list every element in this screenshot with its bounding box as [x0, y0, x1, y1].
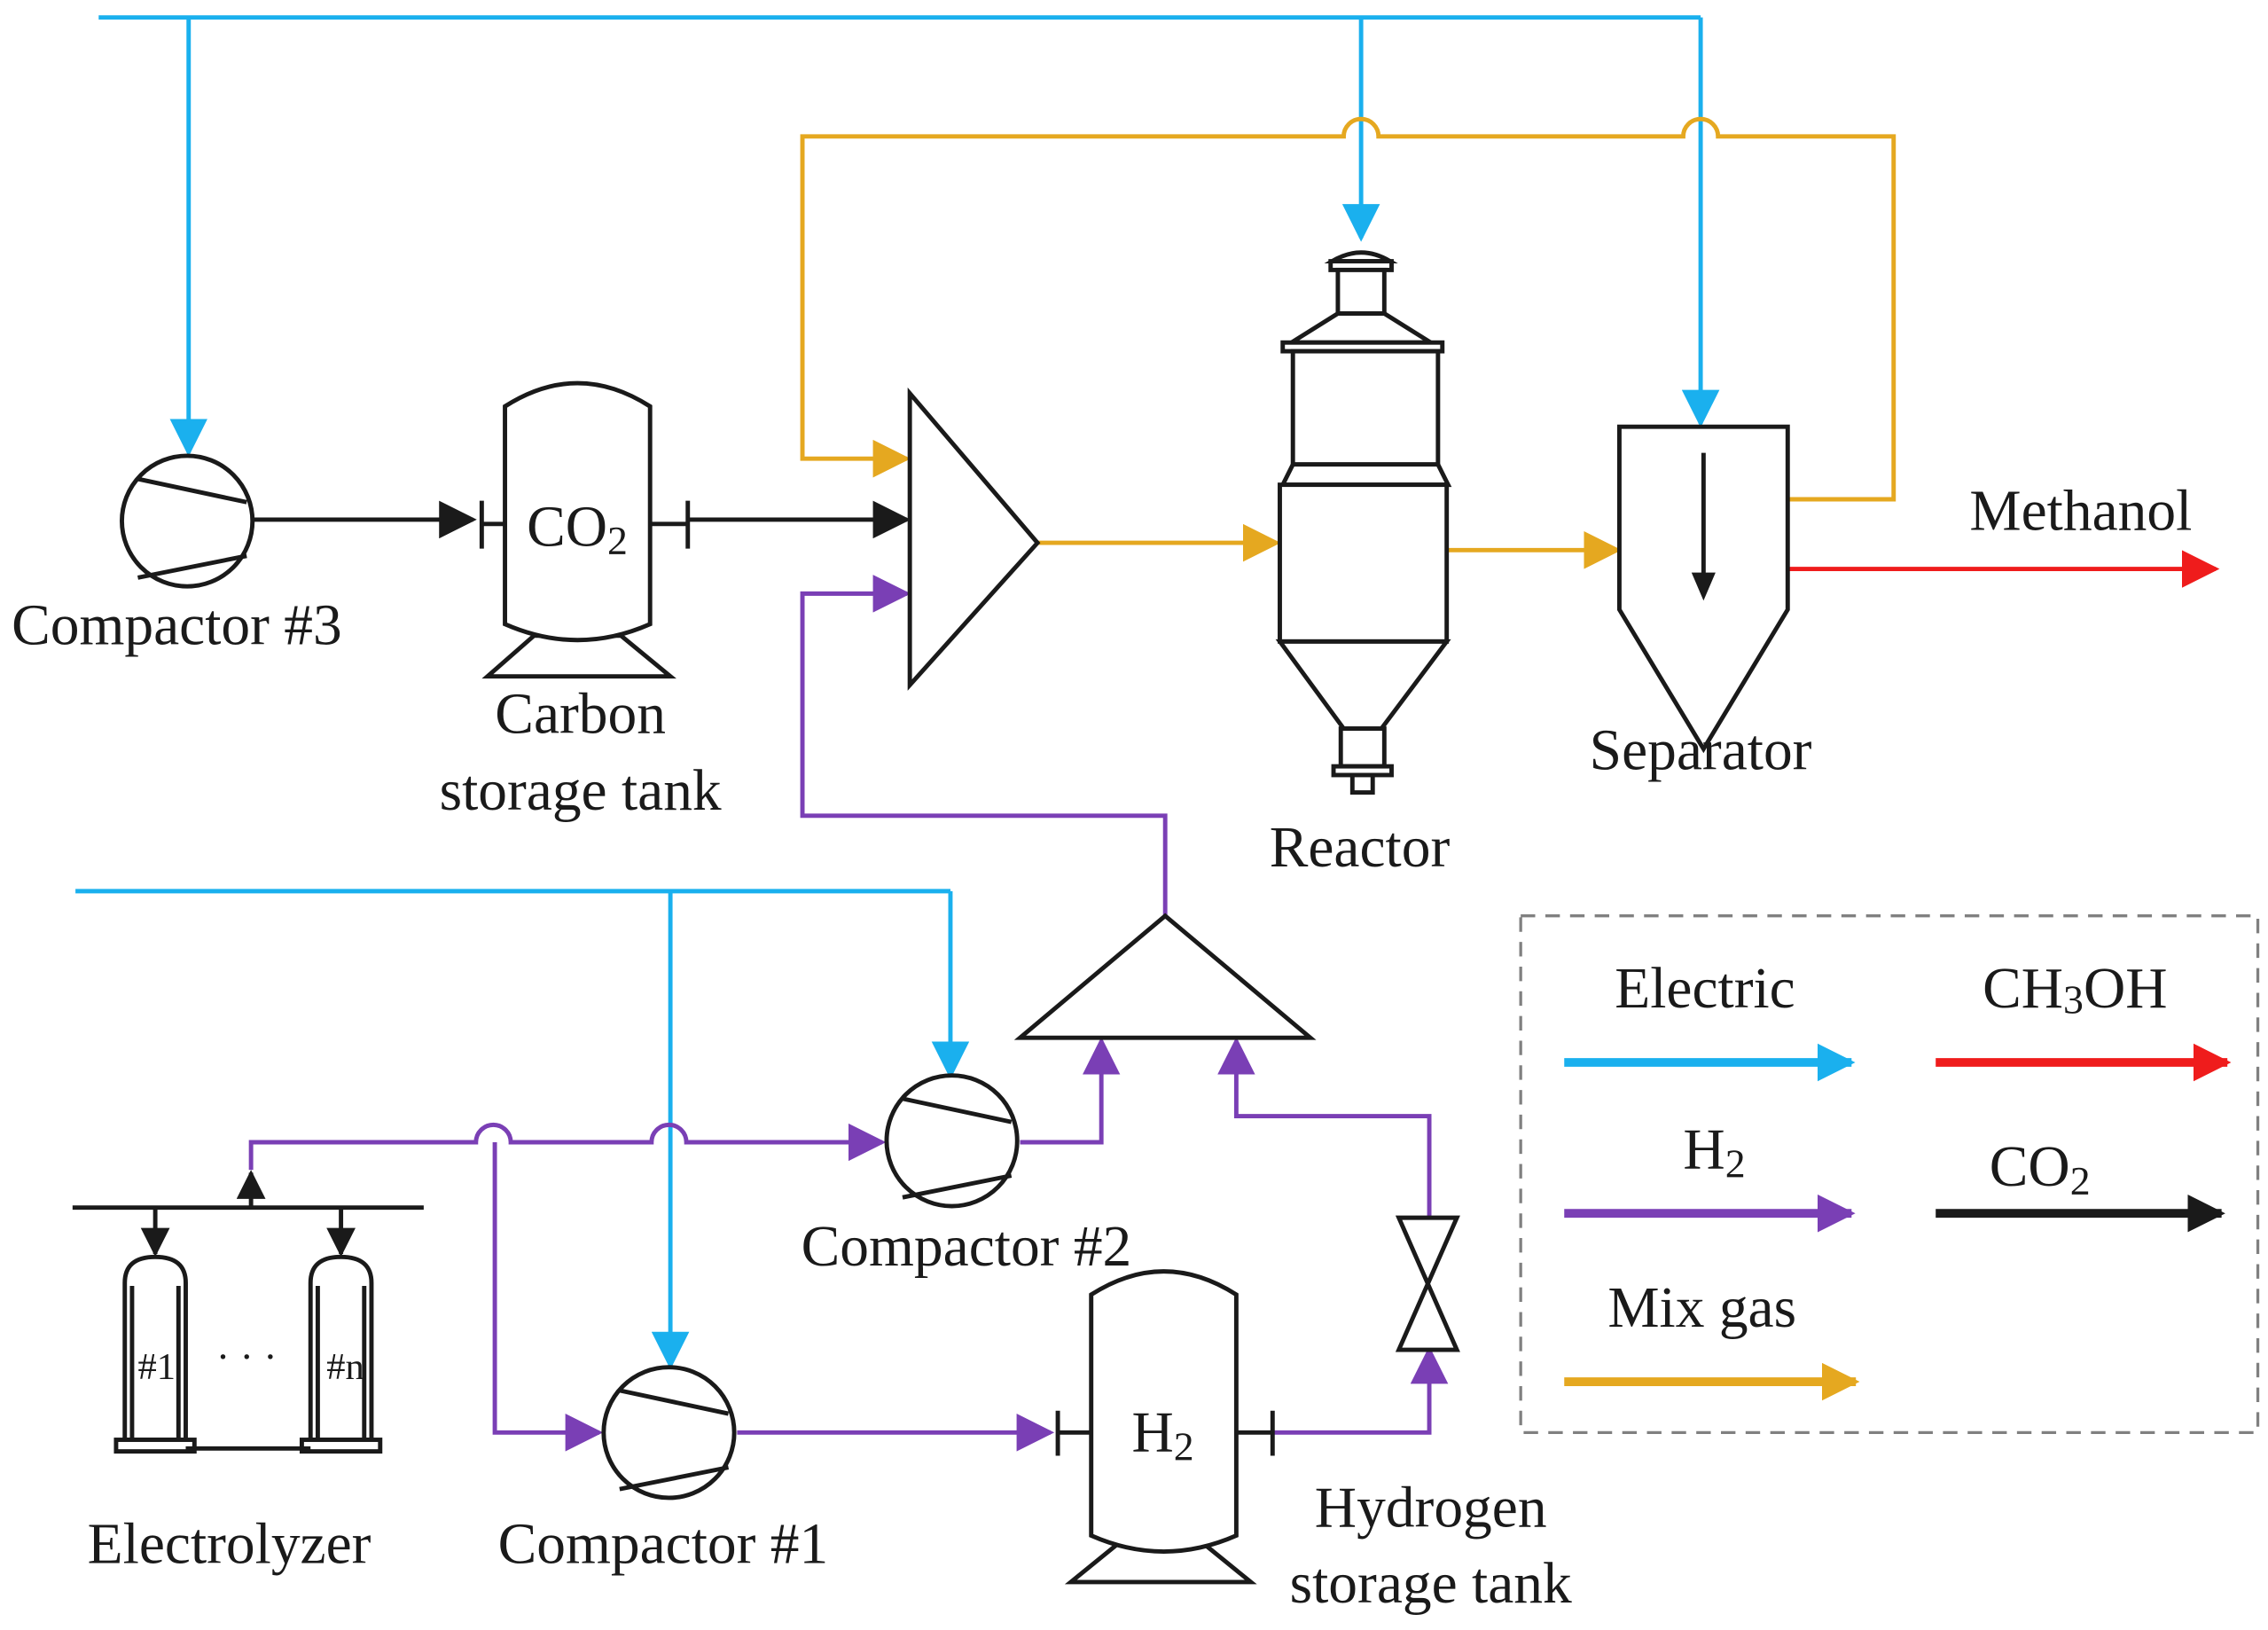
electrolyzer: [72, 1170, 424, 1454]
h2-tank-formula: H2: [1132, 1401, 1194, 1469]
storage-tank-icon: [1055, 1269, 1275, 1585]
compactor3-label: Compactor #3: [12, 594, 342, 658]
h2-mixer: [1013, 913, 1317, 1040]
electrolyzer-unit-1: #1: [137, 1346, 176, 1388]
separator-label: Separator: [1590, 718, 1812, 782]
legend-electric-label: Electric: [1615, 957, 1795, 1021]
compactor2-to-h2-mixer: [1020, 1037, 1121, 1145]
carbon-tank-label-line2: storage tank: [440, 759, 722, 823]
compactor2: [884, 1073, 1020, 1209]
electrolyzer-label: Electrolyzer: [88, 1513, 371, 1577]
hydrogen-tank-label-line1: Hydrogen: [1315, 1477, 1547, 1540]
electrolyzer-cell-icon: [299, 1254, 383, 1454]
compactor1: [601, 1365, 737, 1501]
carbon-tank-label-line1: Carbon: [495, 682, 666, 746]
electrolyzer-dots: · · ·: [216, 1334, 278, 1379]
labels: Compactor #3 CO2 Carbon storage tank Rea…: [12, 479, 2192, 1615]
legend-box: [1519, 914, 2260, 1434]
compressor-icon: [120, 453, 255, 589]
electrolyzer-unit-n: #n: [326, 1346, 364, 1388]
separator-icon: [1616, 424, 1790, 754]
compressor-icon: [601, 1365, 737, 1501]
hydrogen-storage-tank: [1055, 1269, 1275, 1585]
legend: Electric CH3OH H2 CO2 Mix gas: [1519, 914, 2260, 1434]
valve-icon: [1395, 1215, 1460, 1352]
compressor-icon: [884, 1073, 1020, 1209]
separator: [1616, 424, 1790, 754]
mixer-icon: [907, 387, 1041, 691]
mix-gas-lines: [800, 116, 1897, 569]
reactor-icon: [1275, 250, 1452, 795]
legend-ch3oh-label: CH3OH: [1983, 957, 2167, 1023]
legend-mix-gas-label: Mix gas: [1607, 1276, 1796, 1340]
h2-tank-to-valve: [1272, 1345, 1449, 1435]
hydrogen-tank-label-line2: storage tank: [1290, 1552, 1572, 1616]
branch-to-compactor1: [492, 1142, 604, 1452]
methanol-label: Methanol: [1969, 479, 2192, 543]
storage-tank-icon: [479, 380, 691, 679]
electrolyzer-to-compactor2: [248, 1122, 887, 1171]
h2-lines: [248, 575, 1449, 1452]
legend-h2-label: H2: [1683, 1117, 1745, 1186]
electrolyzer-cell-icon: [113, 1254, 197, 1454]
valve-to-h2-mixer: [1217, 1037, 1432, 1219]
carbon-storage-tank: [479, 380, 691, 679]
electric-lines: [75, 15, 1720, 1370]
compactor1-label: Compactor #1: [498, 1513, 829, 1577]
reactor-label: Reactor: [1270, 816, 1451, 880]
valve: [1395, 1215, 1460, 1352]
legend-co2-label: CO2: [1990, 1135, 2091, 1203]
main-mixer: [907, 387, 1041, 691]
h2-mixer-to-main-mixer: [800, 575, 1168, 916]
reactor: [1275, 250, 1452, 795]
recycle-loop: [800, 116, 1897, 502]
compactor3: [120, 453, 255, 589]
compactor2-label: Compactor #2: [802, 1215, 1132, 1279]
mixer-icon: [1013, 913, 1317, 1040]
co2-tank-formula: CO2: [527, 495, 628, 563]
